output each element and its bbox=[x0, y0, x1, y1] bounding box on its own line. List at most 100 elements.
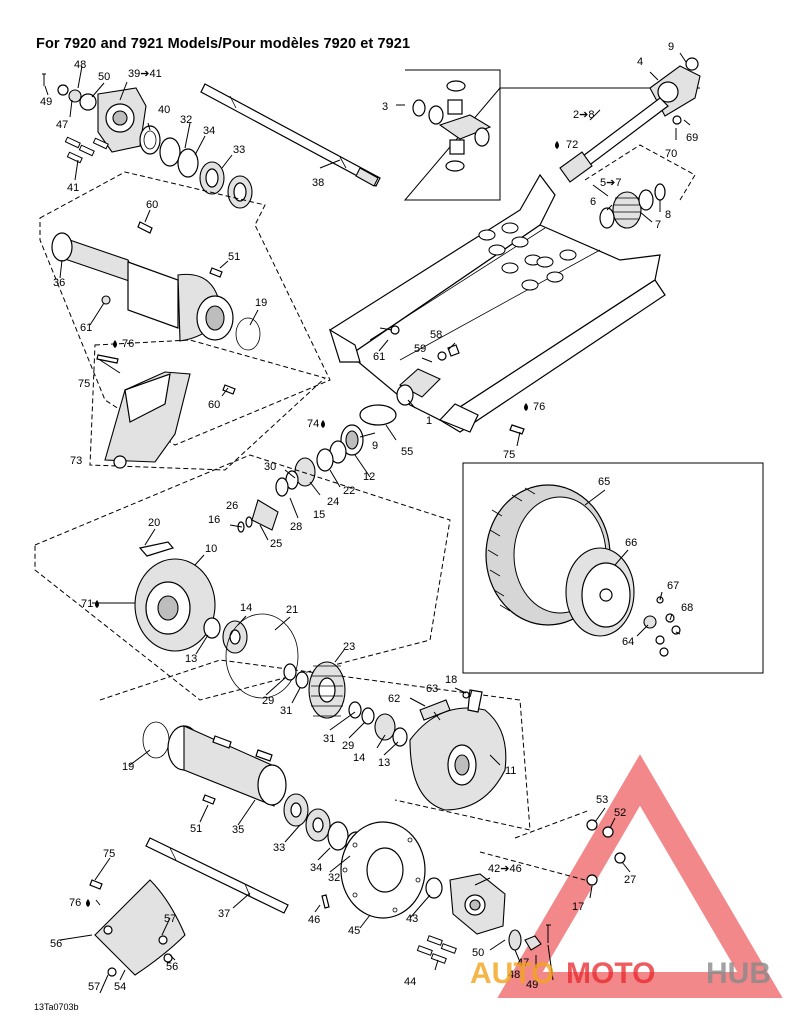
callout-33: 33 bbox=[233, 144, 245, 156]
diagram-title: For 7920 and 7921 Models/Pour modèles 79… bbox=[36, 36, 411, 52]
ujoint-3 bbox=[412, 80, 492, 172]
callout-9: 9 bbox=[668, 41, 674, 53]
callout-54: 54 bbox=[114, 981, 126, 993]
svg-text:MOTO: MOTO bbox=[566, 957, 655, 990]
callout-72: 72 bbox=[566, 139, 578, 151]
callout-66: 66 bbox=[625, 537, 637, 549]
callout-51: 51 bbox=[228, 251, 240, 263]
callout-67: 67 bbox=[667, 580, 679, 592]
callout-48b: 48 bbox=[508, 969, 520, 981]
callout-59: 59 bbox=[414, 343, 426, 355]
callout-56b: 56 bbox=[166, 961, 178, 973]
callout-44: 44 bbox=[404, 976, 416, 988]
watermark-logo bbox=[497, 754, 783, 998]
callout-65: 65 bbox=[598, 476, 610, 488]
callout-73: 73 bbox=[70, 455, 82, 467]
callout-36: 36 bbox=[53, 277, 65, 289]
callout-7: 7 bbox=[655, 219, 661, 231]
callout-76c: 76 bbox=[69, 897, 81, 909]
callout-35: 35 bbox=[232, 824, 244, 836]
callout-12: 12 bbox=[363, 471, 375, 483]
callout-8: 8 bbox=[665, 209, 671, 221]
callout-29b: 29 bbox=[342, 740, 354, 752]
housing-36-outline bbox=[39, 171, 331, 446]
callout-32: 32 bbox=[180, 114, 192, 126]
callout-10: 10 bbox=[205, 543, 217, 555]
callout-69: 69 bbox=[686, 132, 698, 144]
callout-4: 4 bbox=[637, 56, 643, 68]
callout-60: 60 bbox=[146, 199, 158, 211]
callout-61b: 61 bbox=[373, 351, 385, 363]
callout-57: 57 bbox=[164, 913, 176, 925]
bolts-44 bbox=[416, 935, 457, 964]
callout-76b: 76 bbox=[533, 401, 545, 413]
callout-56: 56 bbox=[50, 938, 62, 950]
skid-plate-54 bbox=[89, 879, 186, 977]
callout-43: 43 bbox=[406, 913, 418, 925]
callout-1: 1 bbox=[426, 415, 432, 427]
callout-20: 20 bbox=[148, 517, 160, 529]
wheel-inset-box bbox=[462, 462, 764, 674]
driveshaft-assembly bbox=[559, 57, 701, 229]
callout-50: 50 bbox=[98, 71, 110, 83]
callout-3: 3 bbox=[382, 101, 388, 113]
callout-75c: 75 bbox=[103, 848, 115, 860]
callout-18: 18 bbox=[445, 674, 457, 686]
brake-disc-45 bbox=[340, 821, 426, 919]
differential-housing-11 bbox=[409, 689, 507, 811]
watermark-text: AUTO MOTO HUB bbox=[470, 957, 771, 990]
callout-34: 34 bbox=[203, 125, 215, 137]
callout-71: 71 bbox=[81, 598, 93, 610]
callout-22: 22 bbox=[343, 485, 355, 497]
callout-24: 24 bbox=[327, 496, 339, 508]
callout-32b: 32 bbox=[328, 872, 340, 884]
housing-36 bbox=[51, 221, 261, 351]
bracket-73 bbox=[96, 354, 236, 469]
ring-gear-group bbox=[203, 613, 408, 747]
callout-55: 55 bbox=[401, 446, 413, 458]
callout-40: 40 bbox=[158, 104, 170, 116]
diff-region-outline bbox=[34, 454, 451, 701]
callout-19: 19 bbox=[255, 297, 267, 309]
callout-47b: 47 bbox=[517, 957, 529, 969]
housing-35-outline bbox=[99, 659, 531, 831]
callout-49b: 49 bbox=[526, 979, 538, 991]
callout-60b: 60 bbox=[208, 399, 220, 411]
swing-arm-frame bbox=[328, 173, 666, 435]
callout-68: 68 bbox=[681, 602, 693, 614]
upper-axle-group bbox=[42, 73, 381, 209]
callout-21: 21 bbox=[286, 604, 298, 616]
callout-26: 26 bbox=[226, 500, 238, 512]
callout-53: 53 bbox=[596, 794, 608, 806]
callout-39: 39➔41 bbox=[128, 68, 162, 80]
callout-9b: 9 bbox=[372, 440, 378, 452]
callout-46: 46 bbox=[308, 914, 320, 926]
bolt-46 bbox=[321, 894, 330, 909]
callout-30: 30 bbox=[264, 461, 276, 473]
callout-23: 23 bbox=[343, 641, 355, 653]
pinion-bearing-chain bbox=[237, 424, 364, 533]
callout-34b: 34 bbox=[310, 862, 322, 874]
callout-38: 38 bbox=[312, 177, 324, 189]
callout-45: 45 bbox=[348, 925, 360, 937]
callout-47: 47 bbox=[56, 119, 68, 131]
callout-31b: 31 bbox=[323, 733, 335, 745]
figure-code: 13Ta0703b bbox=[34, 1002, 79, 1012]
callout-42: 42➔46 bbox=[488, 863, 522, 875]
axle-37 bbox=[145, 837, 289, 914]
differential-housing-10 bbox=[134, 541, 216, 652]
callout-37: 37 bbox=[218, 908, 230, 920]
callout-14b: 14 bbox=[353, 752, 365, 764]
callout-48: 48 bbox=[74, 59, 86, 71]
callout-61: 61 bbox=[80, 322, 92, 334]
svg-text:AUTO: AUTO bbox=[470, 957, 554, 990]
callout-52: 52 bbox=[614, 807, 626, 819]
callout-64: 64 bbox=[622, 636, 634, 648]
callout-41: 41 bbox=[67, 182, 79, 194]
rim-66 bbox=[565, 547, 681, 657]
callout-49: 49 bbox=[40, 96, 52, 108]
callout-70: 70 bbox=[665, 148, 677, 160]
callout-29: 29 bbox=[262, 695, 274, 707]
callout-14: 14 bbox=[240, 602, 252, 614]
